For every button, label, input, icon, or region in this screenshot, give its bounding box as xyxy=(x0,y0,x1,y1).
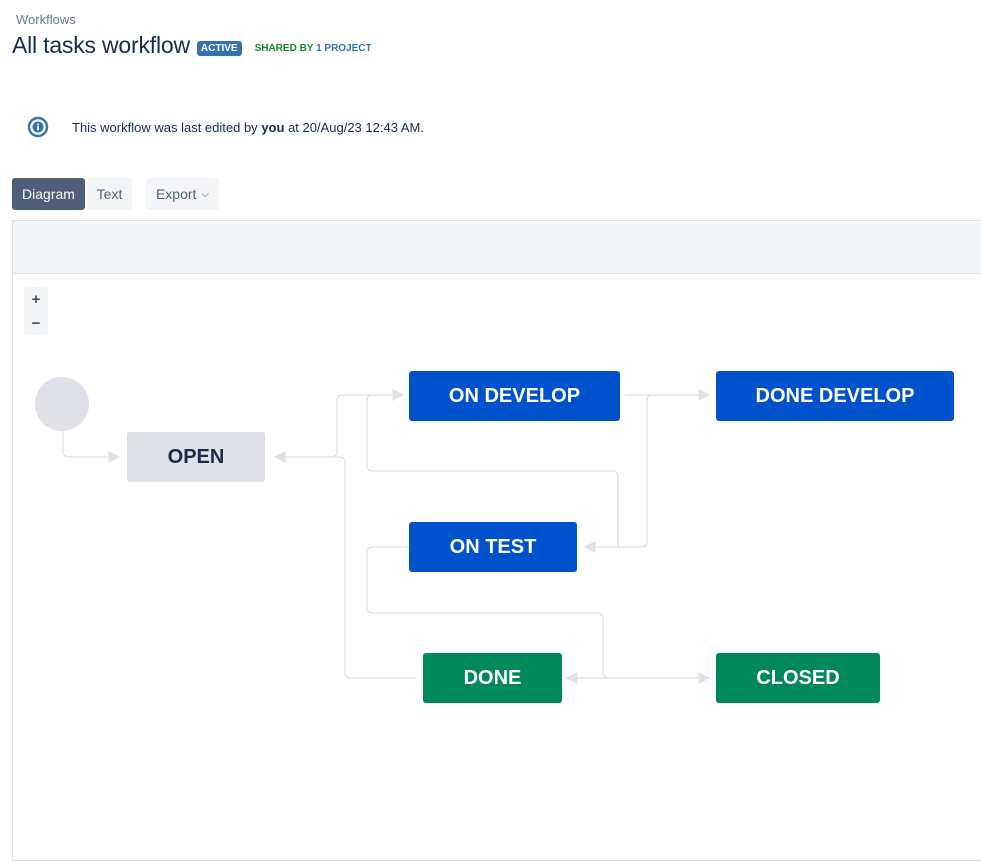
last-edited-time: at 20/Aug/23 12:43 AM. xyxy=(288,119,424,135)
shared-by-project-link[interactable]: 1 PROJECT xyxy=(316,42,372,54)
status-node-on-test[interactable]: ON TEST xyxy=(409,522,577,572)
transition-start-open xyxy=(62,431,121,463)
shared-by-prefix: SHARED BY xyxy=(254,42,314,54)
tab-diagram[interactable]: Diagram xyxy=(12,178,85,210)
transition-ontest-ondevelop xyxy=(366,389,619,547)
transition-open-ondevelop xyxy=(275,389,405,458)
transition-done-open xyxy=(273,451,416,679)
export-button[interactable]: Export ⌵ xyxy=(146,178,219,210)
transition-lines xyxy=(62,389,711,684)
status-node-done[interactable]: DONE xyxy=(423,653,562,703)
start-node[interactable] xyxy=(35,377,89,431)
last-edited-text: This workflow was last edited by you at … xyxy=(72,120,424,135)
chevron-down-icon: ⌵ xyxy=(201,188,210,200)
transition-donedevelop-ontest xyxy=(583,394,709,553)
last-edited-user: you xyxy=(261,119,285,135)
zoom-in-button[interactable]: + xyxy=(31,290,41,308)
zoom-out-button[interactable]: − xyxy=(31,314,41,332)
tab-text[interactable]: Text xyxy=(87,178,132,210)
diagram-canvas[interactable]: + − OPEN ON DEVELOP xyxy=(12,220,981,861)
transition-ontest-closed xyxy=(366,546,711,684)
last-edited-info: This workflow was last edited by you at … xyxy=(27,116,424,138)
breadcrumb[interactable]: Workflows xyxy=(16,12,76,27)
export-label: Export xyxy=(155,186,197,202)
zoom-controls: + − xyxy=(24,287,48,335)
status-node-open[interactable]: OPEN xyxy=(127,432,265,482)
status-node-on-develop[interactable]: ON DEVELOP xyxy=(409,371,620,421)
last-edited-prefix: This workflow was last edited by xyxy=(72,119,258,135)
shared-by: SHARED BY 1 PROJECT xyxy=(255,43,372,54)
status-badge: ACTIVE xyxy=(196,40,242,56)
status-node-done-develop[interactable]: DONE DEVELOP xyxy=(716,371,954,421)
diagram-header-bar xyxy=(13,221,981,274)
page-title: All tasks workflow xyxy=(12,32,190,58)
info-icon xyxy=(27,116,49,138)
status-node-closed[interactable]: CLOSED xyxy=(716,653,880,703)
view-toolbar: Diagram Text Export ⌵ xyxy=(12,178,219,210)
title-row: All tasks workflow ACTIVE SHARED BY 1 PR… xyxy=(12,32,372,59)
